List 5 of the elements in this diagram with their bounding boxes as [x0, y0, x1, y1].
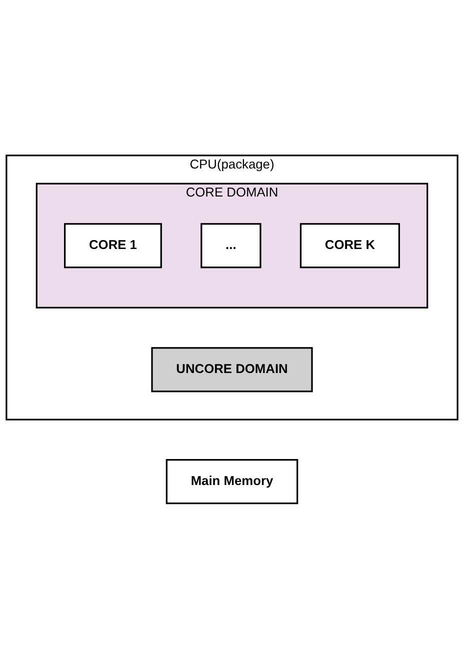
node-box: CORE 1: [64, 223, 162, 268]
node-box: CORE K: [300, 223, 400, 268]
node-box: Main Memory: [166, 459, 298, 504]
node-box: UNCORE DOMAIN: [151, 347, 313, 392]
node-box: ...: [200, 223, 262, 268]
